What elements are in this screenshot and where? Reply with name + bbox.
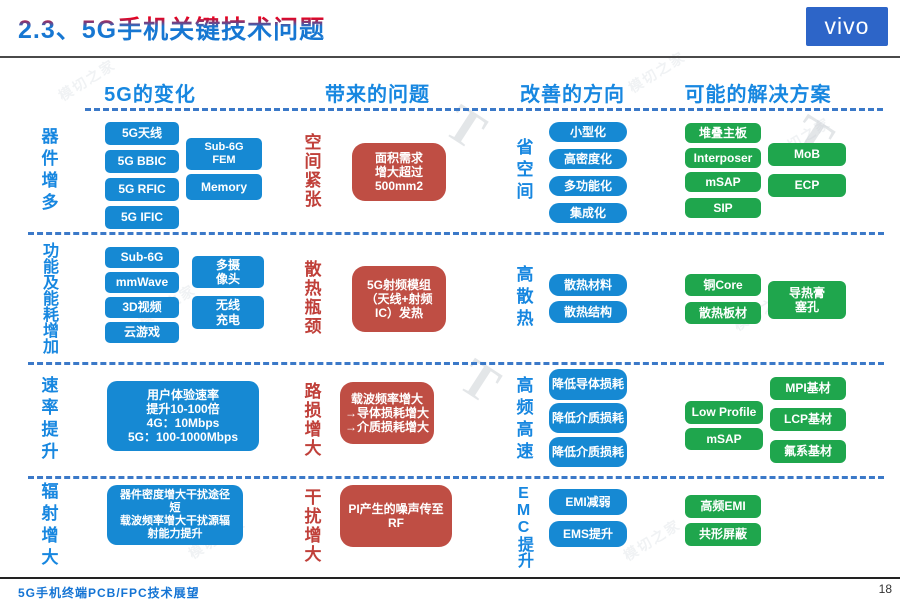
- dashed-divider: [85, 108, 883, 111]
- change-box: 多摄 像头: [192, 256, 264, 288]
- change-box: 5G天线: [105, 122, 179, 145]
- direction-box: 降低介质损耗: [549, 403, 627, 433]
- column-header-changes: 5G的变化: [104, 84, 196, 106]
- problem-box: PI产生的噪声传至 RF: [340, 485, 452, 547]
- dashed-divider: [28, 362, 884, 365]
- problem-box: 5G射频模组 （天线+射频 IC）发热: [352, 266, 446, 332]
- category-label: 辐射增大: [38, 482, 58, 570]
- direction-box: EMS提升: [549, 521, 627, 547]
- solution-box: mSAP: [685, 428, 763, 450]
- solution-box: 散热板材: [685, 302, 761, 324]
- row-functions: 功能及能耗增加 Sub-6G mmWave 3D视频 云游戏 多摄 像头 无线 …: [0, 234, 900, 362]
- title-divider: [0, 56, 900, 58]
- direction-box: EMI减弱: [549, 489, 627, 515]
- change-box: 5G RFIC: [105, 178, 179, 201]
- direction-label: 省空间: [513, 138, 533, 204]
- solution-box: LCP基材: [770, 408, 846, 431]
- change-box: Sub-6G FEM: [186, 138, 262, 170]
- change-box: 用户体验速率 提升10-100倍 4G：10Mbps 5G：100-1000Mb…: [107, 381, 259, 451]
- dashed-divider: [28, 232, 884, 235]
- change-box: 5G IFIC: [105, 206, 179, 229]
- solution-box: 堆叠主板: [685, 123, 761, 143]
- solution-box: Low Profile: [685, 401, 763, 424]
- row-radiation: 辐射增大 器件密度增大干扰途径 短 载波频率增大干扰源辐 射能力提升 干扰增大 …: [0, 478, 900, 574]
- change-box: 云游戏: [105, 322, 179, 343]
- solution-box: ECP: [768, 174, 846, 197]
- footer-divider: [0, 577, 900, 579]
- direction-label: EMC提升: [515, 484, 532, 568]
- page-number: 18: [878, 582, 892, 596]
- change-box: 器件密度增大干扰途径 短 载波频率增大干扰源辐 射能力提升: [107, 485, 243, 545]
- row-speed: 速率提升 用户体验速率 提升10-100倍 4G：10Mbps 5G：100-1…: [0, 364, 900, 476]
- problem-box: 载波频率增大 →导体损耗增大 →介质损耗增大: [340, 382, 434, 444]
- category-label: 器件增多: [38, 127, 58, 215]
- solution-box: mSAP: [685, 172, 761, 192]
- direction-box: 高密度化: [549, 149, 627, 169]
- footer-title: 5G手机终端PCB/FPC技术展望: [18, 586, 200, 600]
- direction-label: 高散热: [513, 265, 533, 331]
- problem-label: 路损增大: [301, 382, 321, 458]
- change-box: mmWave: [105, 272, 179, 293]
- row-devices: 器件增多 5G天线 5G BBIC 5G RFIC 5G IFIC Sub-6G…: [0, 110, 900, 232]
- solution-box: 高频EMI: [685, 495, 761, 518]
- vivo-logo: vivo: [806, 7, 888, 46]
- problem-label: 散热瓶颈: [301, 260, 321, 336]
- change-box: 3D视频: [105, 297, 179, 318]
- solution-box: SIP: [685, 198, 761, 218]
- problem-box: 面积需求 增大超过 500mm2: [352, 143, 446, 201]
- problem-label: 空间紧张: [301, 133, 321, 209]
- dashed-divider: [28, 476, 884, 479]
- solution-box: 铜Core: [685, 274, 761, 296]
- solution-box: Interposer: [685, 148, 761, 168]
- direction-box: 小型化: [549, 122, 627, 142]
- category-label: 功能及能耗增加: [40, 242, 57, 354]
- column-header-directions: 改善的方向: [520, 84, 625, 106]
- change-box: 5G BBIC: [105, 150, 179, 173]
- direction-box: 降低介质损耗: [549, 437, 627, 467]
- change-box: Memory: [186, 174, 262, 200]
- page-title: 2.3、5G手机关键技术问题: [18, 10, 325, 46]
- direction-box: 降低导体损耗: [549, 369, 627, 400]
- change-box: Sub-6G: [105, 247, 179, 268]
- solution-box: MPI基材: [770, 377, 846, 400]
- category-label: 速率提升: [38, 376, 58, 464]
- change-box: 无线 充电: [192, 296, 264, 329]
- solution-box: 共形屏蔽: [685, 523, 761, 546]
- direction-label: 高频高速: [513, 376, 533, 464]
- direction-box: 散热结构: [549, 301, 627, 323]
- direction-box: 多功能化: [549, 176, 627, 196]
- column-header-solutions: 可能的解决方案: [684, 84, 832, 106]
- solution-box: 导热膏 塞孔: [768, 281, 846, 319]
- direction-box: 散热材料: [549, 274, 627, 296]
- direction-box: 集成化: [549, 203, 627, 223]
- solution-box: MoB: [768, 143, 846, 166]
- column-header-problems: 带来的问题: [325, 84, 430, 106]
- problem-label: 干扰增大: [301, 488, 321, 564]
- solution-box: 氟系基材: [770, 440, 846, 463]
